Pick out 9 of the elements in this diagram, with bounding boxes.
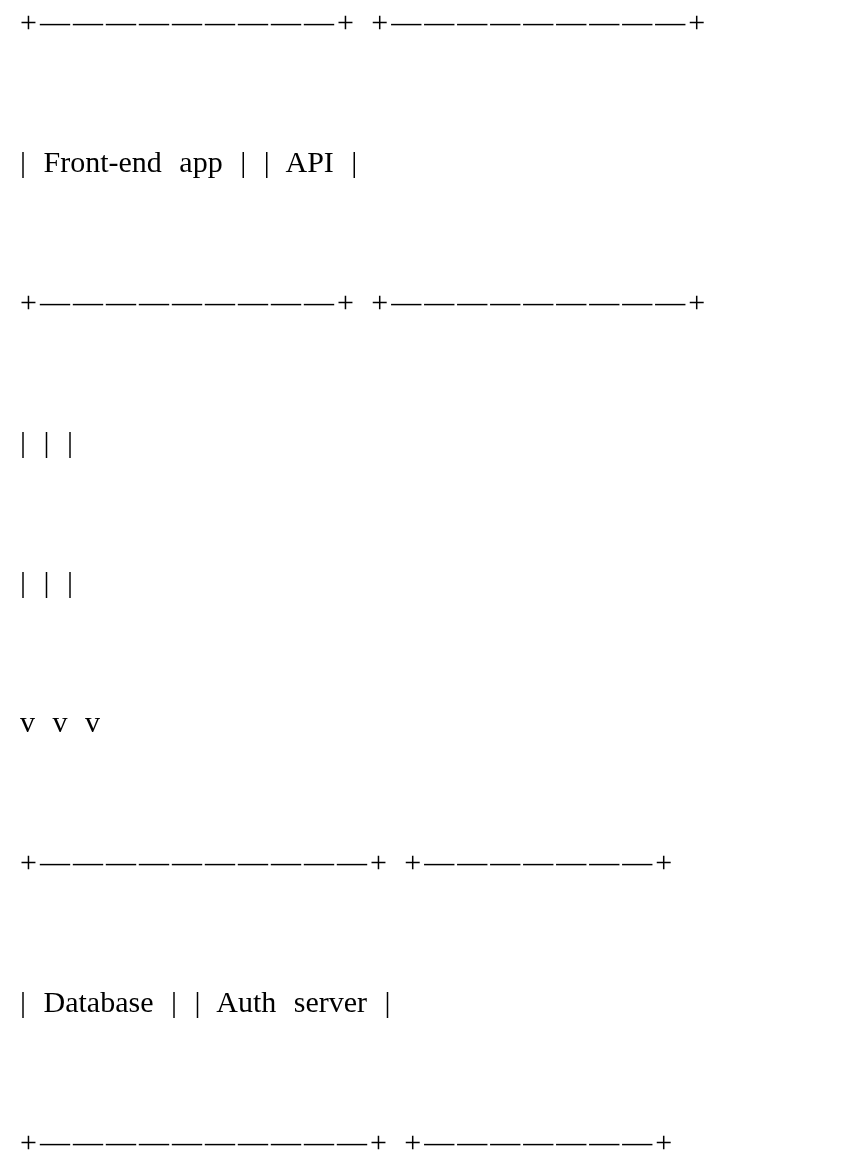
ascii-connector-text: | | | [20,424,74,460]
ascii-border-line: +——————————+ +———————+ [20,844,676,880]
ascii-border-line: +—————————+ +—————————+ [20,284,709,320]
ascii-arrow-text: v v v [20,704,100,740]
ascii-border-line: +——————————+ +———————+ [20,1124,676,1153]
ascii-row-text: | Front-end app | | API | [20,144,358,180]
ascii-connector-text: | | | [20,564,74,600]
ascii-border-line: +—————————+ +—————————+ [20,4,709,40]
ascii-row-text: | Database | | Auth server | [20,984,391,1020]
